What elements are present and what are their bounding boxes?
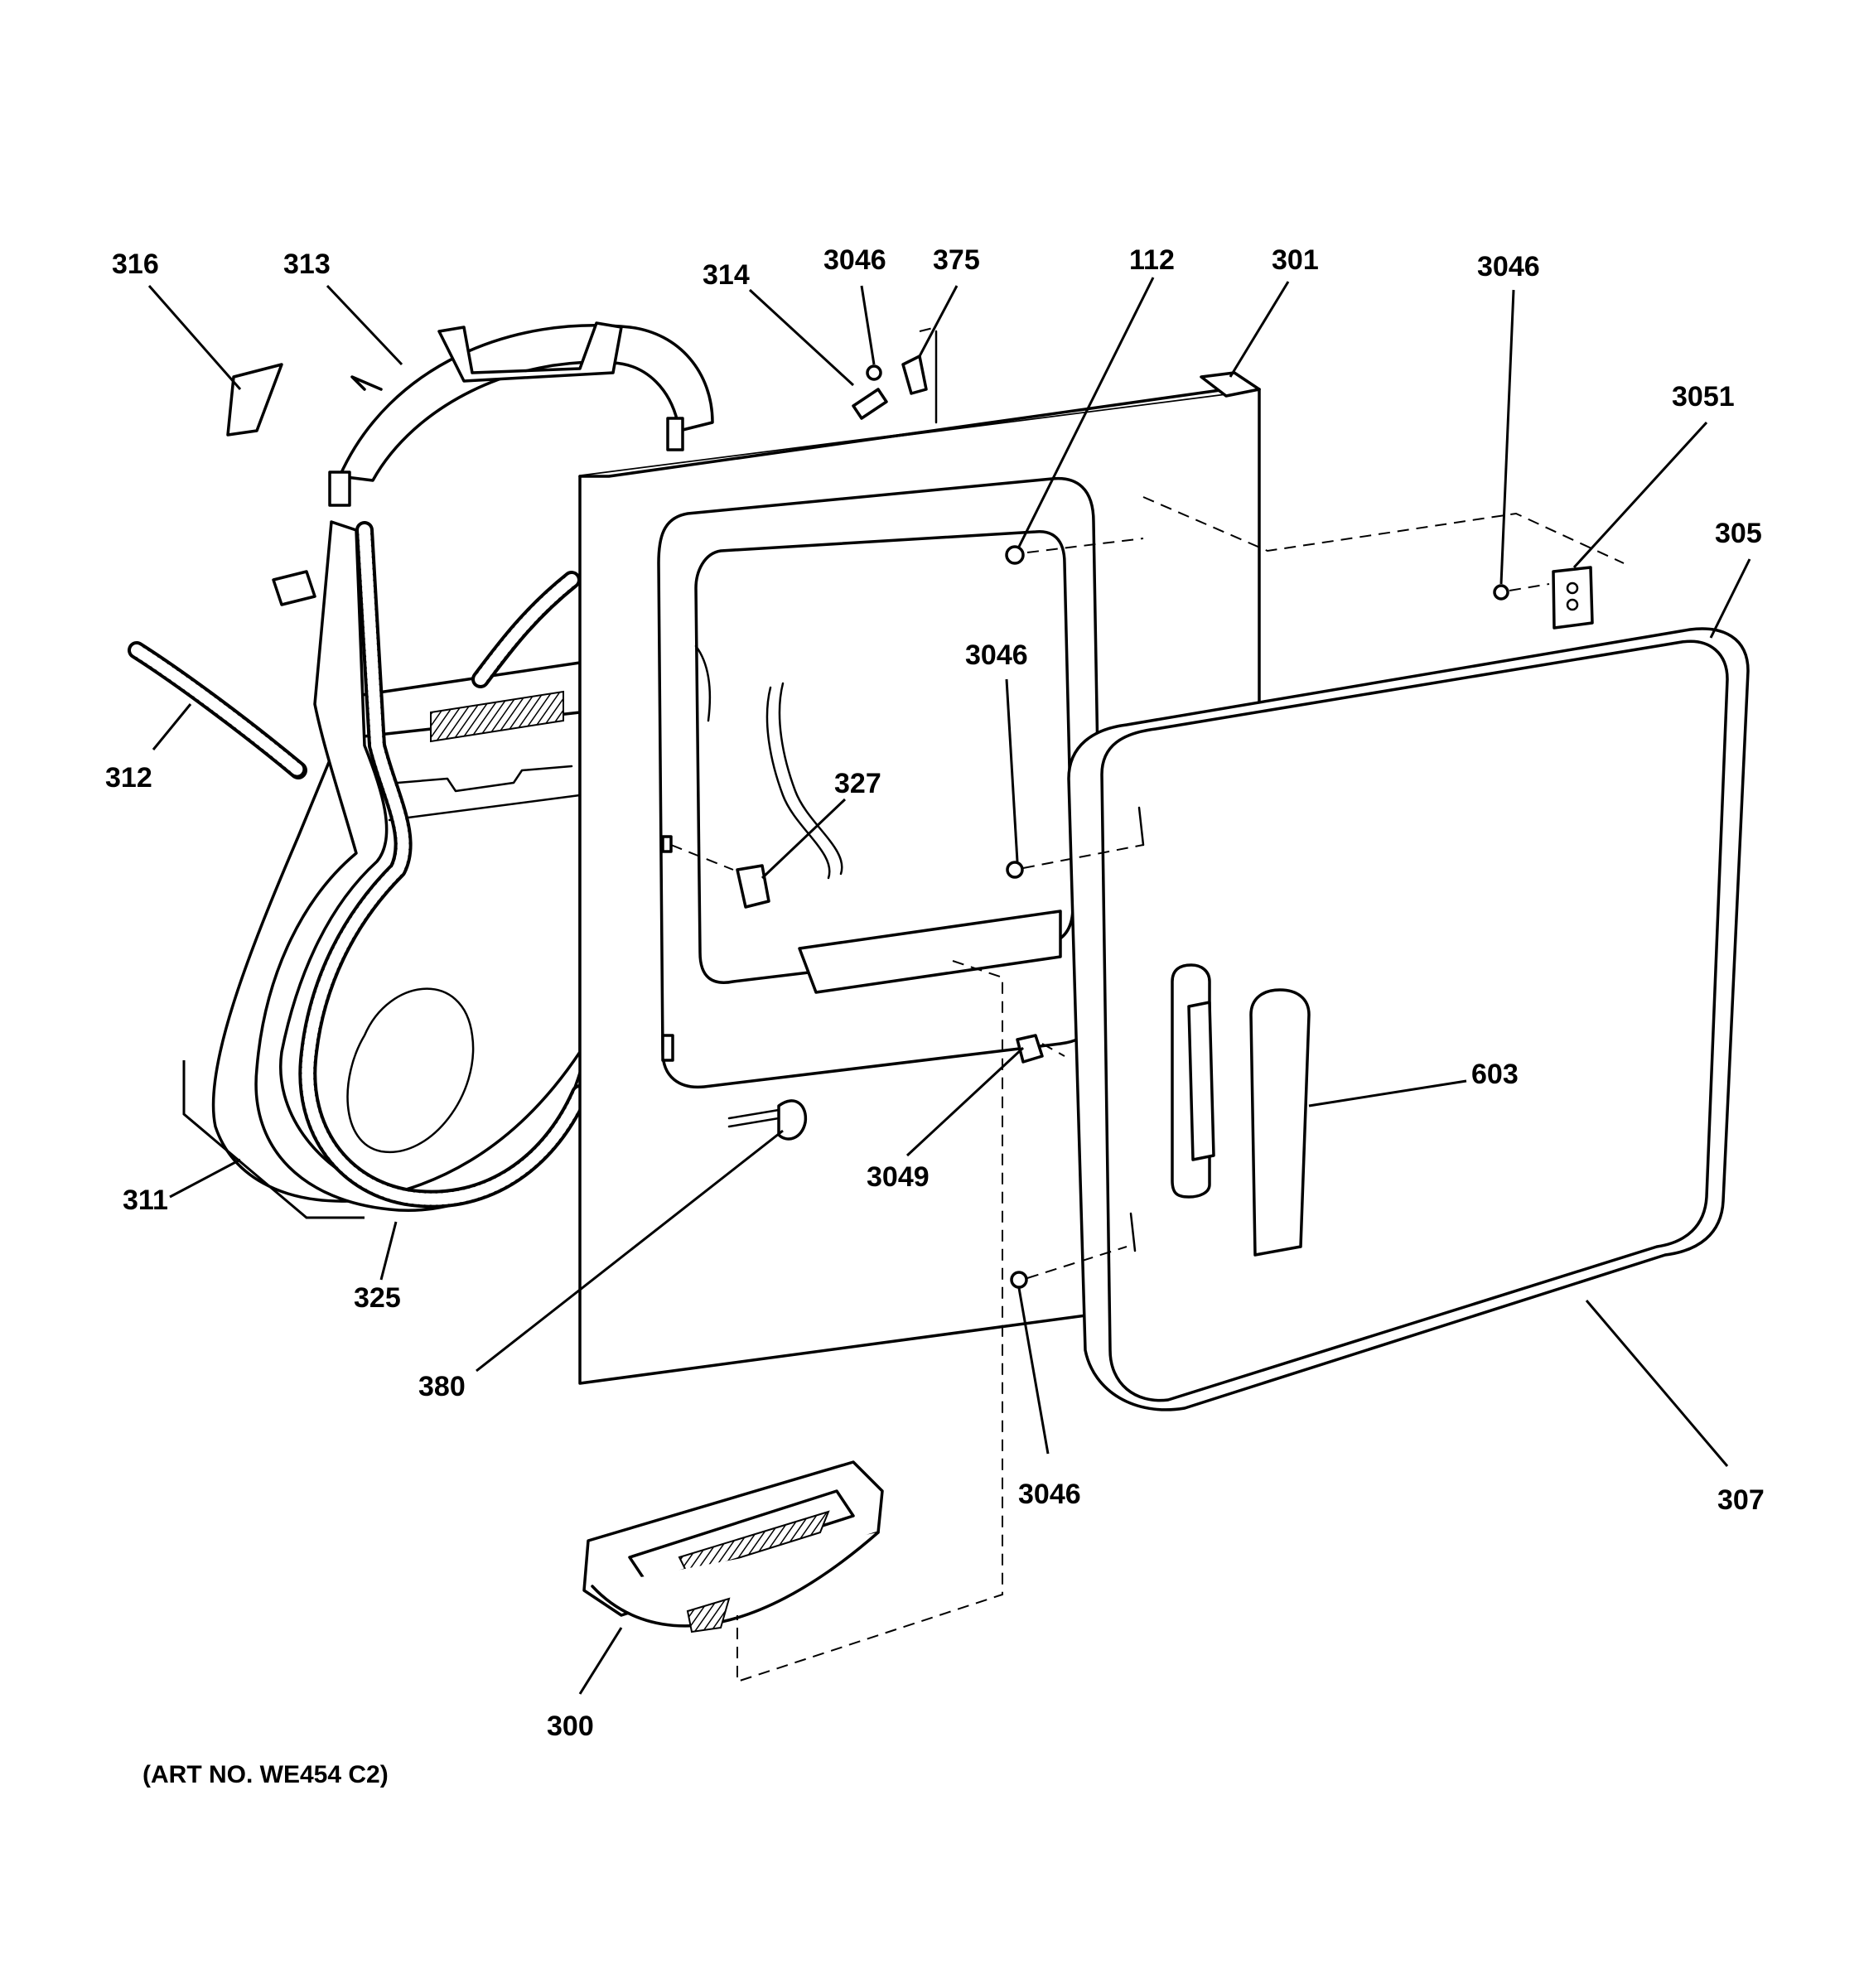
alignment-line-filter xyxy=(736,960,1003,1683)
callout-3046-bottom: 3046 xyxy=(1018,1479,1081,1510)
screw-3046-bottom xyxy=(1010,1271,1028,1289)
start-switch-380 xyxy=(727,1099,808,1141)
callout-316: 316 xyxy=(112,248,159,280)
callout-305: 305 xyxy=(1715,518,1762,549)
upper-duct-313 xyxy=(328,321,714,507)
alignment-line-327 xyxy=(670,844,734,871)
callout-3051: 3051 xyxy=(1672,381,1735,413)
callout-603: 603 xyxy=(1471,1059,1519,1090)
bulkhead-ring xyxy=(254,520,590,1212)
callout-380: 380 xyxy=(418,1371,466,1402)
hinge-3051 xyxy=(1552,566,1594,630)
alignment-line-3046-bottom xyxy=(1026,1246,1128,1279)
callout-307: 307 xyxy=(1717,1484,1765,1516)
callout-327: 327 xyxy=(834,768,881,799)
bracket-311 xyxy=(182,1060,365,1219)
callout-325: 325 xyxy=(354,1282,401,1314)
alignment-line-3046-mid xyxy=(1022,844,1144,869)
top-switch-314-375 xyxy=(852,330,938,424)
callout-3046-top: 3046 xyxy=(823,244,886,276)
screw-3046-right xyxy=(1493,584,1509,601)
callout-300: 300 xyxy=(547,1711,594,1742)
tape-316 xyxy=(226,363,283,437)
callout-313: 313 xyxy=(283,248,331,280)
art-number-caption: (ART NO. WE454 C2) xyxy=(142,1761,389,1788)
front-panel-301 xyxy=(578,371,1261,1385)
callout-112: 112 xyxy=(1129,244,1175,276)
alignment-line-3046-right xyxy=(1509,583,1550,591)
front-seal-312 xyxy=(128,571,581,779)
leader-lines xyxy=(147,277,1751,1695)
callout-314: 314 xyxy=(703,259,750,291)
screw-3046-mid xyxy=(1006,861,1024,879)
door-assembly xyxy=(1067,627,1750,1411)
alignment-line-hinge xyxy=(1142,496,1625,564)
callout-3049: 3049 xyxy=(867,1161,930,1193)
callout-375: 375 xyxy=(933,244,980,276)
callout-312: 312 xyxy=(105,762,152,794)
door-switch-327 xyxy=(736,864,770,909)
callout-3046-right: 3046 xyxy=(1477,251,1540,282)
alignment-line-375 xyxy=(919,326,937,332)
screw-112 xyxy=(1005,545,1025,565)
door-strike-3049 xyxy=(1016,1034,1044,1064)
alignment-line-3049 xyxy=(1041,1043,1065,1057)
alignment-line-112 xyxy=(1026,538,1144,553)
callout-301: 301 xyxy=(1272,244,1319,276)
callout-3046-mid: 3046 xyxy=(965,639,1028,671)
callout-311: 311 xyxy=(123,1185,168,1216)
lint-filter-300 xyxy=(582,1460,884,1633)
